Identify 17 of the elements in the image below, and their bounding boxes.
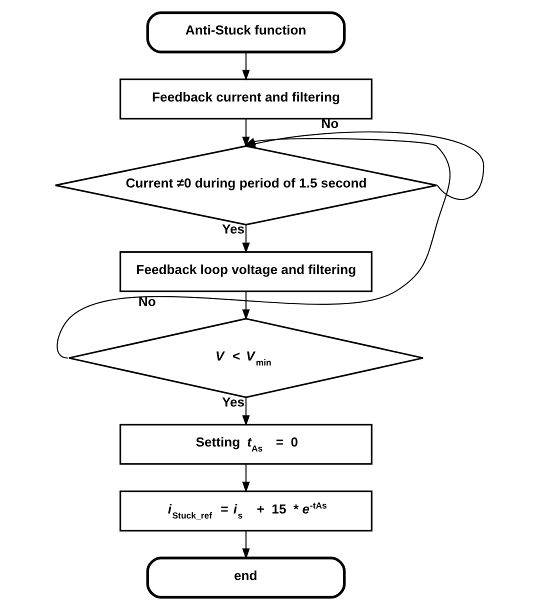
arrow: [242, 398, 250, 426]
edge-label: No: [138, 294, 156, 309]
arrow: [242, 225, 250, 254]
node-diamond: Current ≠0 during period of 1.5 second: [54, 145, 438, 226]
node-box: i$_{Stuck_ref}$ = i$_{s}$ + 15 *e$^{-tAs}$: [120, 490, 372, 532]
arrow: [56, 138, 450, 359]
arrow: [242, 291, 250, 320]
node-box: Anti-Stuck function: [146, 11, 346, 54]
node-box: end: [146, 556, 346, 599]
arrow: [242, 52, 250, 81]
node-box: Feedback current and filtering: [120, 78, 372, 120]
node-box: Feedback loop voltage and filtering: [120, 251, 372, 292]
arrow: [242, 464, 250, 493]
node-diamond: V < V$_{min}$: [68, 318, 424, 398]
arrow: [242, 530, 250, 560]
node-box: Setting t$_{As}$ = 0: [120, 424, 372, 465]
arrow: [242, 118, 250, 148]
